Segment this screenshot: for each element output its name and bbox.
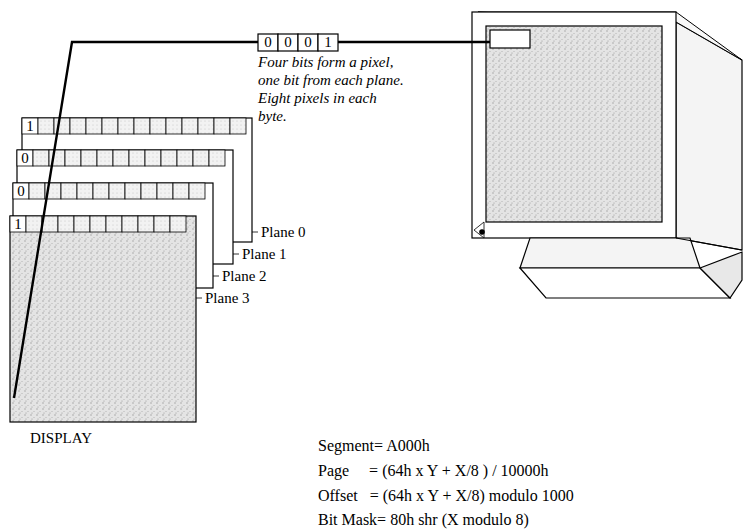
bit-value: 0: [258, 34, 278, 50]
plane-tick: [233, 254, 239, 255]
plane-tick: [196, 298, 202, 299]
byte-cell: [141, 183, 157, 199]
byte-cell: [77, 183, 93, 199]
explanation-note: Four bits form a pixel, one bit from eac…: [258, 53, 408, 125]
byte-cell: [26, 216, 42, 232]
byte-cell: [17, 150, 33, 166]
byte-cell: [102, 118, 118, 134]
byte-cell: [70, 118, 86, 134]
address-formula: Offset = (64h x Y + X/8) modulo 1000: [318, 487, 574, 505]
byte-cell: [10, 216, 26, 232]
plane-bit: 0: [17, 150, 33, 166]
plane-bit: 1: [10, 216, 26, 232]
byte-cell: [81, 150, 97, 166]
byte-cell: [13, 183, 29, 199]
byte-cell: [182, 118, 198, 134]
byte-cell: [93, 183, 109, 199]
byte-cell: [170, 216, 186, 232]
byte-cell: [134, 118, 150, 134]
plane-tick: [213, 276, 219, 277]
byte-cell: [125, 183, 141, 199]
byte-cell: [118, 118, 134, 134]
byte-cell: [65, 150, 81, 166]
byte-cell: [138, 216, 154, 232]
pixel-signal-line: [338, 41, 490, 43]
byte-cell: [86, 118, 102, 134]
address-formula: Bit Mask= 80h shr (X modulo 8): [318, 511, 529, 529]
byte-cell: [166, 118, 182, 134]
byte-cell: [198, 118, 214, 134]
byte-cell: [109, 183, 125, 199]
bit-register: [258, 34, 338, 51]
monitor: [472, 12, 742, 298]
pixel-signal-line: [14, 42, 258, 398]
byte-cell: [58, 216, 74, 232]
byte-cell: [161, 150, 177, 166]
byte-cell: [38, 118, 54, 134]
address-formula: Segment= A000h: [318, 437, 430, 455]
bit-value: 0: [298, 34, 318, 50]
byte-cell: [189, 183, 205, 199]
bit-value: 0: [278, 34, 298, 50]
display-label: DISPLAY: [30, 430, 92, 447]
byte-cell: [209, 150, 225, 166]
byte-cell: [106, 216, 122, 232]
byte-cell: [90, 216, 106, 232]
byte-cell: [230, 118, 246, 134]
byte-cell: [145, 150, 161, 166]
byte-cell: [122, 216, 138, 232]
byte-cell: [113, 150, 129, 166]
byte-cell: [150, 118, 166, 134]
byte-cell: [177, 150, 193, 166]
byte-cell: [74, 216, 90, 232]
address-formula: Page = (64h x Y + X/8 ) / 10000h: [318, 462, 549, 480]
plane-bit: 0: [13, 183, 29, 199]
byte-cell: [97, 150, 113, 166]
byte-cell: [33, 150, 49, 166]
plane-bit: 1: [22, 118, 38, 134]
byte-cell: [61, 183, 77, 199]
byte-cell: [129, 150, 145, 166]
byte-cell: [173, 183, 189, 199]
plane-tick: [252, 232, 258, 233]
plane-label: Plane 0: [260, 224, 307, 241]
byte-cell: [157, 183, 173, 199]
plane-label: Plane 2: [221, 268, 268, 285]
byte-cell: [22, 118, 38, 134]
byte-cell: [214, 118, 230, 134]
byte-cell: [154, 216, 170, 232]
byte-cell: [193, 150, 209, 166]
byte-cell: [29, 183, 45, 199]
plane-label: Plane 1: [241, 246, 288, 263]
bit-value: 1: [318, 34, 338, 50]
plane-label: Plane 3: [204, 290, 251, 307]
